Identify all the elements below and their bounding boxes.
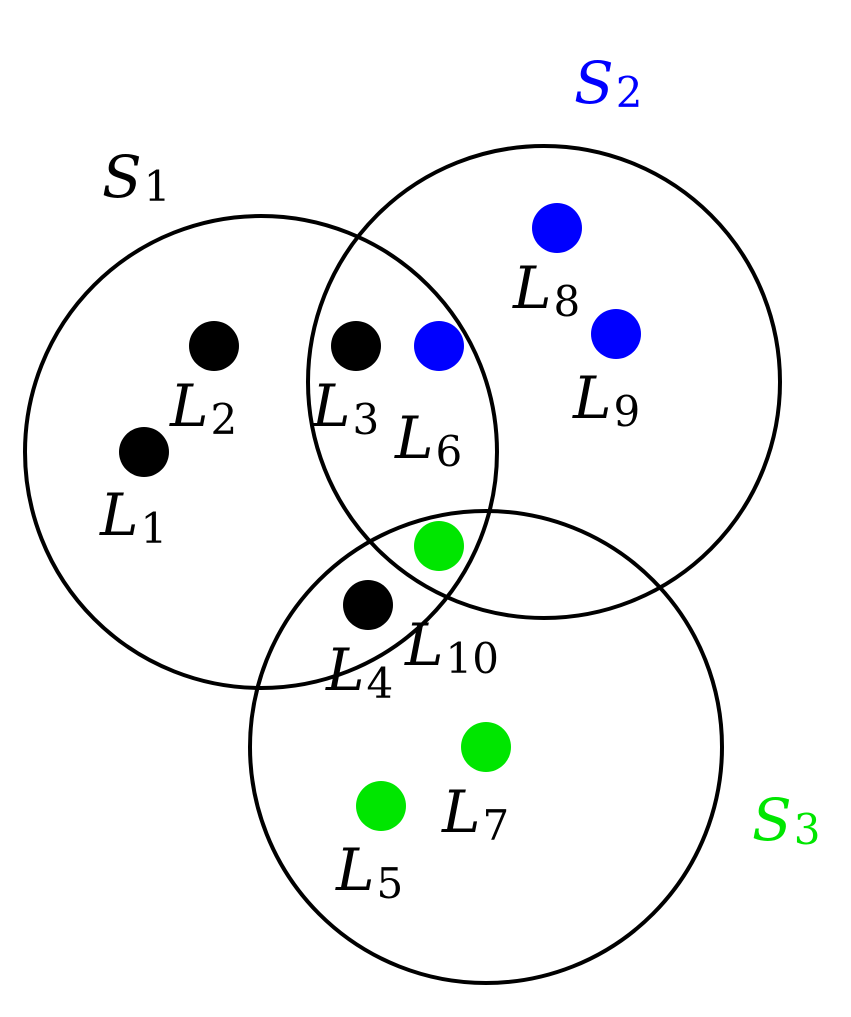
point-l3-dot bbox=[331, 321, 381, 371]
point-l2-dot bbox=[189, 321, 239, 371]
point-l8-dot bbox=[532, 203, 582, 253]
point-l10-letter: L bbox=[404, 611, 444, 679]
point-l8-letter: L bbox=[512, 254, 552, 322]
set-s1-letter: S bbox=[102, 143, 142, 211]
set-s1-circle bbox=[23, 214, 499, 690]
set-s2-circle bbox=[306, 144, 782, 620]
set-s2-label: S2 bbox=[574, 49, 642, 117]
point-l3-sub: 3 bbox=[353, 395, 380, 444]
set-s2-sub: 2 bbox=[616, 68, 643, 117]
point-l9-letter: L bbox=[572, 364, 612, 432]
set-s2-letter: S bbox=[574, 49, 614, 117]
point-l7-label: L7 bbox=[441, 778, 509, 850]
point-l2-sub: 2 bbox=[211, 395, 238, 444]
point-l5-letter: L bbox=[335, 836, 375, 904]
point-l6-label: L6 bbox=[394, 404, 462, 476]
point-l7-sub: 7 bbox=[483, 801, 510, 850]
point-l1-sub: 1 bbox=[141, 504, 168, 553]
point-l4-label: L4 bbox=[325, 636, 393, 708]
point-l1-dot bbox=[119, 427, 169, 477]
point-l3-letter: L bbox=[311, 372, 351, 440]
point-l1-label: L1 bbox=[99, 481, 167, 553]
point-l10-dot bbox=[414, 521, 464, 571]
point-l8-sub: 8 bbox=[554, 277, 581, 326]
set-s3-letter: S bbox=[752, 786, 792, 854]
point-l5-label: L5 bbox=[335, 836, 403, 908]
point-l10-sub: 10 bbox=[446, 634, 499, 683]
point-l5-dot bbox=[356, 781, 406, 831]
point-l9-sub: 9 bbox=[614, 387, 641, 436]
point-l9-label: L9 bbox=[572, 364, 640, 436]
set-s3-label: S3 bbox=[752, 786, 820, 854]
point-l3-label: L3 bbox=[311, 372, 379, 444]
point-l9-dot bbox=[591, 309, 641, 359]
set-s1-label: S1 bbox=[102, 143, 170, 211]
point-l6-sub: 6 bbox=[436, 427, 463, 476]
point-l8-label: L8 bbox=[512, 254, 580, 326]
set-s1-sub: 1 bbox=[144, 162, 171, 211]
point-l7-letter: L bbox=[441, 778, 481, 846]
point-l10-label: L10 bbox=[404, 611, 499, 683]
set-s3-sub: 3 bbox=[794, 805, 821, 854]
point-l6-dot bbox=[414, 321, 464, 371]
point-l4-letter: L bbox=[325, 636, 365, 704]
point-l4-sub: 4 bbox=[367, 659, 394, 708]
point-l2-letter: L bbox=[169, 372, 209, 440]
point-l1-letter: L bbox=[99, 481, 139, 549]
point-l6-letter: L bbox=[394, 404, 434, 472]
set-s3-circle bbox=[248, 509, 724, 985]
point-l2-label: L2 bbox=[169, 372, 237, 444]
point-l7-dot bbox=[461, 722, 511, 772]
point-l5-sub: 5 bbox=[377, 859, 404, 908]
point-l4-dot bbox=[343, 580, 393, 630]
